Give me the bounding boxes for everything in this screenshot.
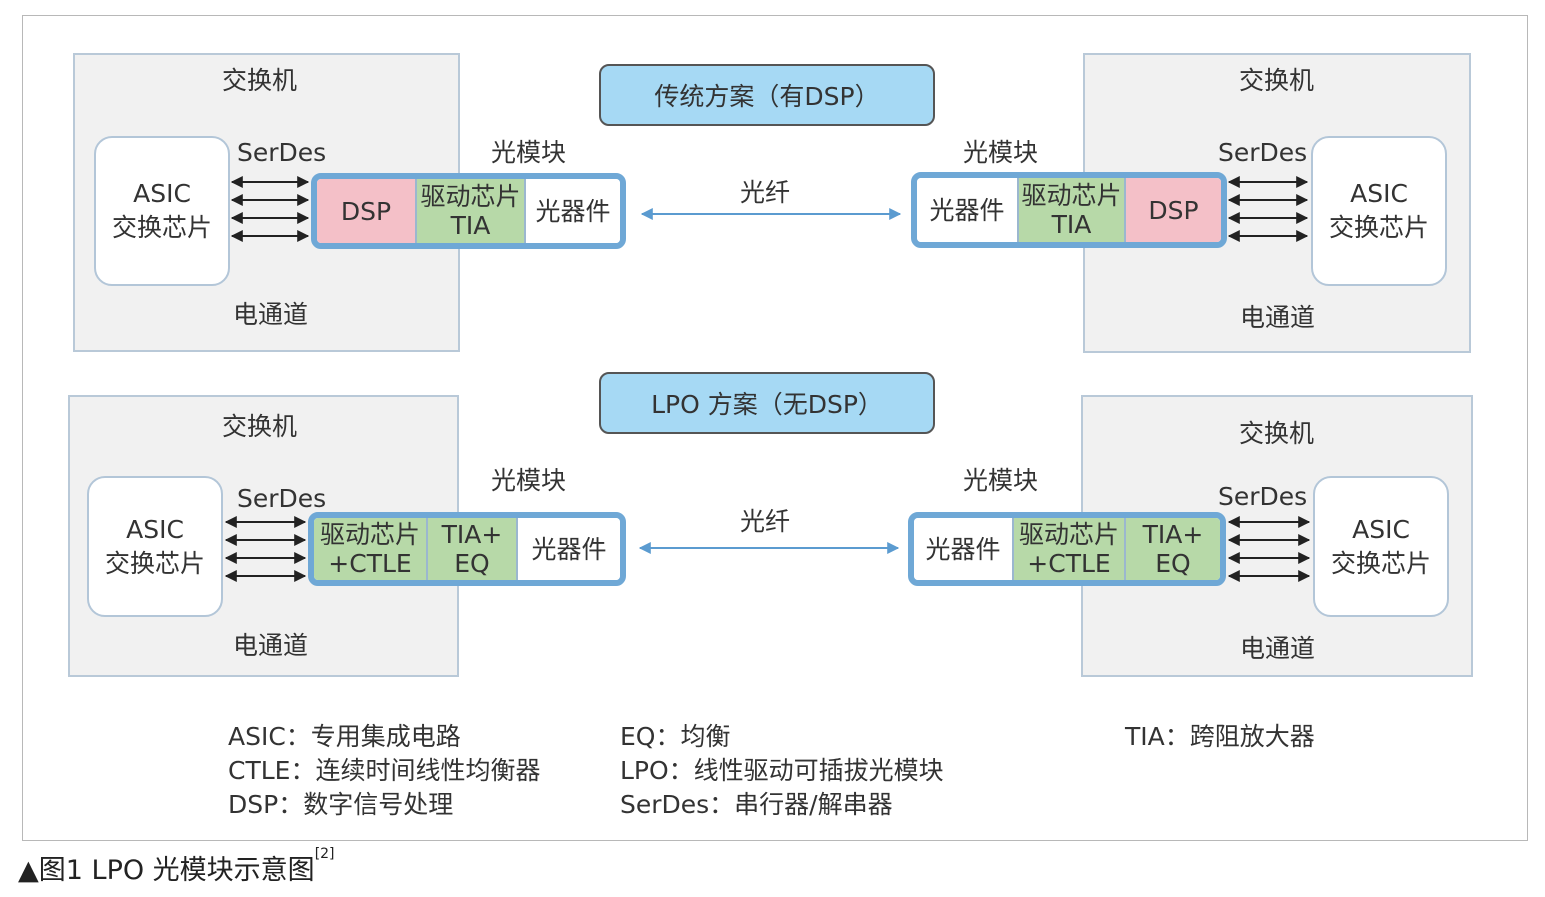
legend-ctle: CTLE：连续时间线性均衡器 xyxy=(228,756,541,785)
serdes-label: SerDes xyxy=(1218,138,1308,167)
switch-label: 交换机 xyxy=(1239,419,1315,448)
optical-device-block: 光器件 xyxy=(914,518,1012,580)
dsp-block: DSP xyxy=(317,179,415,243)
legend-dsp: DSP：数字信号处理 xyxy=(228,790,454,819)
tia-label: TIA xyxy=(450,211,491,240)
driver-tia-block: 驱动芯片 TIA xyxy=(415,179,524,243)
asic-label: ASIC xyxy=(1352,514,1410,544)
eq-label: EQ xyxy=(1155,549,1191,578)
optical-module-top-left: DSP 驱动芯片 TIA 光器件 xyxy=(311,173,626,249)
caption-reference: [2] xyxy=(314,846,335,862)
legend-lpo: LPO：线性驱动可插拔光模块 xyxy=(620,756,944,785)
serdes-lanes-bottom-right xyxy=(1227,516,1311,582)
dsp-label: DSP xyxy=(340,196,392,226)
lpo-scheme-title: LPO 方案（无DSP） xyxy=(599,372,935,434)
electrical-channel-label: 电通道 xyxy=(233,631,309,660)
legend-serdes: SerDes：串行器/解串器 xyxy=(620,790,893,819)
asic-label: ASIC xyxy=(133,179,191,208)
asic-label: ASIC xyxy=(1350,179,1408,208)
electrical-channel-label: 电通道 xyxy=(1240,303,1316,332)
traditional-scheme-label: 传统方案（有DSP） xyxy=(654,82,880,111)
fiber-label: 光纤 xyxy=(740,178,791,207)
traditional-scheme-title: 传统方案（有DSP） xyxy=(599,64,935,126)
optical-device-label: 光器件 xyxy=(535,196,611,226)
eq-label: EQ xyxy=(454,549,490,578)
optical-module-label: 光模块 xyxy=(491,466,567,495)
optical-device-block: 光器件 xyxy=(516,518,620,580)
legend-eq: EQ：均衡 xyxy=(620,722,731,751)
driver-ctle-block: 驱动芯片 +CTLE xyxy=(1012,518,1124,580)
optical-device-label: 光器件 xyxy=(929,195,1005,225)
dsp-label: DSP xyxy=(1148,195,1199,225)
tia-eq-block: TIA+ EQ xyxy=(1124,518,1220,580)
legend-tia: TIA：跨阻放大器 xyxy=(1125,722,1315,751)
optical-module-label: 光模块 xyxy=(963,138,1039,167)
serdes-lanes-top-left xyxy=(230,176,310,242)
switch-label: 交换机 xyxy=(1239,66,1315,95)
serdes-lanes-top-right xyxy=(1227,176,1309,242)
legend-asic: ASIC：专用集成电路 xyxy=(228,722,461,751)
legend-column-2: EQ：均衡 LPO：线性驱动可插拔光模块 SerDes：串行器/解串器 xyxy=(620,720,944,822)
driver-ctle-block: 驱动芯片 +CTLE xyxy=(314,518,426,580)
tia-label: TIA+ xyxy=(1142,520,1204,549)
legend-column-1: ASIC：专用集成电路 CTLE：连续时间线性均衡器 DSP：数字信号处理 xyxy=(228,720,540,822)
asic-chip-bottom-right: ASIC 交换芯片 xyxy=(1313,476,1449,617)
figure-caption: ▲图1 LPO 光模块示意图[2] xyxy=(18,846,335,887)
driver-label: 驱动芯片 xyxy=(420,182,521,211)
optical-module-bottom-right: 光器件 驱动芯片 +CTLE TIA+ EQ xyxy=(908,512,1226,586)
ctle-label: +CTLE xyxy=(328,549,412,578)
asic-sub-label: 交换芯片 xyxy=(111,213,212,242)
electrical-channel-label: 电通道 xyxy=(233,300,309,329)
driver-label: 驱动芯片 xyxy=(319,520,420,549)
serdes-label: SerDes xyxy=(237,484,327,513)
optical-module-label: 光模块 xyxy=(963,466,1039,495)
lpo-scheme-label: LPO 方案（无DSP） xyxy=(651,390,883,419)
switch-label: 交换机 xyxy=(222,412,298,441)
asic-chip-top-left: ASIC 交换芯片 xyxy=(94,136,230,286)
driver-tia-block: 驱动芯片 TIA xyxy=(1017,178,1124,242)
serdes-label: SerDes xyxy=(237,138,327,167)
dsp-block: DSP xyxy=(1124,178,1221,242)
tia-label: TIA xyxy=(1051,210,1092,239)
asic-sub-label: 交换芯片 xyxy=(1328,213,1429,242)
asic-chip-bottom-left: ASIC 交换芯片 xyxy=(87,476,223,617)
tia-eq-block: TIA+ EQ xyxy=(426,518,516,580)
switch-label: 交换机 xyxy=(222,66,298,95)
serdes-label: SerDes xyxy=(1218,482,1308,511)
serdes-lanes-bottom-left xyxy=(224,516,307,582)
asic-sub-label: 交换芯片 xyxy=(104,548,205,578)
optical-module-label: 光模块 xyxy=(491,138,567,167)
legend-column-3: TIA：跨阻放大器 xyxy=(1125,720,1315,754)
asic-chip-top-right: ASIC 交换芯片 xyxy=(1311,136,1447,286)
ctle-label: +CTLE xyxy=(1027,549,1111,578)
asic-label: ASIC xyxy=(126,514,184,544)
caption-text: ▲图1 LPO 光模块示意图 xyxy=(18,855,315,886)
fiber-label: 光纤 xyxy=(740,507,791,536)
tia-label: TIA+ xyxy=(441,520,503,549)
optical-module-top-right: 光器件 驱动芯片 TIA DSP xyxy=(911,172,1227,248)
electrical-channel-label: 电通道 xyxy=(1240,634,1316,663)
optical-device-label: 光器件 xyxy=(531,534,607,564)
optical-device-block: 光器件 xyxy=(524,179,620,243)
optical-device-label: 光器件 xyxy=(925,534,1001,564)
asic-sub-label: 交换芯片 xyxy=(1330,548,1431,578)
driver-label: 驱动芯片 xyxy=(1021,181,1122,210)
optical-device-block: 光器件 xyxy=(917,178,1017,242)
driver-label: 驱动芯片 xyxy=(1018,520,1119,549)
optical-module-bottom-left: 驱动芯片 +CTLE TIA+ EQ 光器件 xyxy=(308,512,626,586)
